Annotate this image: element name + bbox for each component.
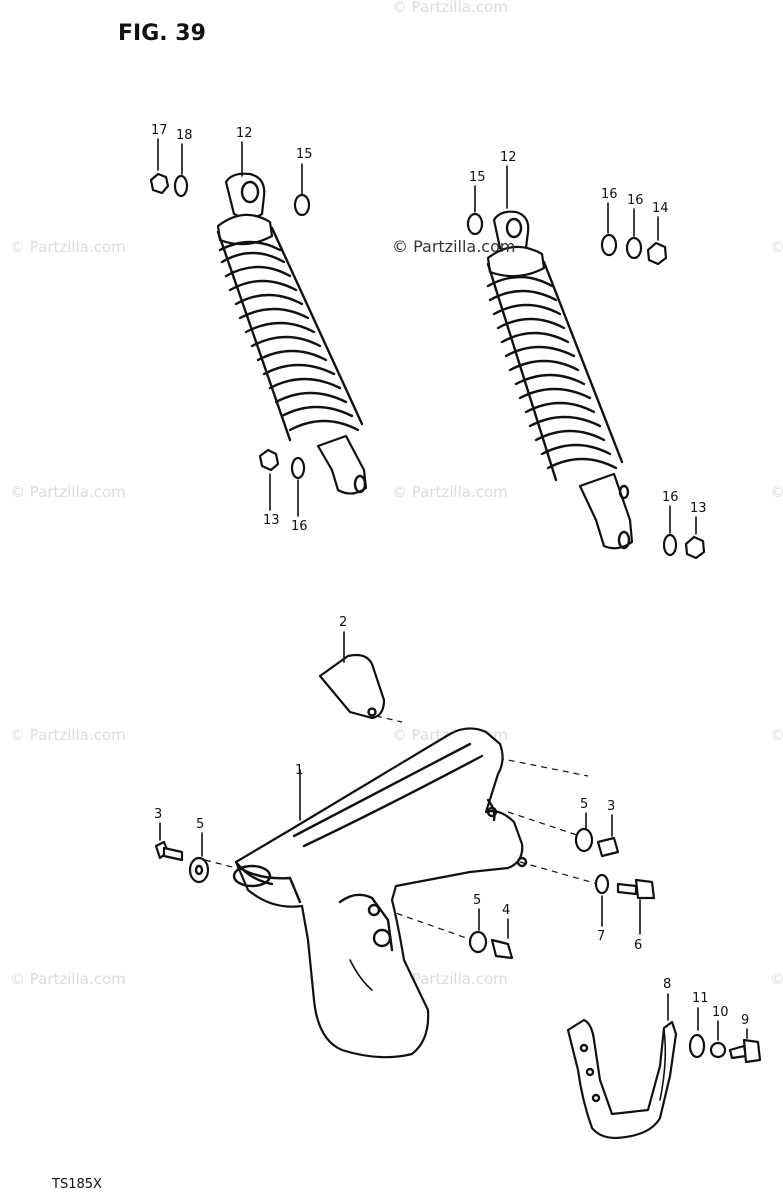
right-spring [486,245,624,482]
nut-13-right [684,535,706,560]
callout-16-right-a: 16 [601,187,618,202]
callout-3-left: 3 [154,807,162,822]
watermark-text: © Partzilla.com [392,970,508,988]
chain-guard-part-1 [234,727,524,1059]
callout-12-left: 12 [236,126,253,141]
callout-6: 6 [634,938,642,953]
callout-3-right: 3 [607,799,615,814]
bracket-hardware [688,1033,762,1064]
nut-17 [149,172,170,195]
callouts-left-shock: 17 18 12 15 13 16 [151,123,313,534]
nut-13-left [258,448,280,472]
callouts-bracket: 8 11 10 9 [663,977,749,1041]
figure-label: FIG. 39 [118,21,206,46]
watermark-text: © Partzilla.com [10,726,126,744]
plate-part-2 [318,653,386,720]
callout-7: 7 [597,929,605,944]
watermark-text: © Partzilla.com [10,483,126,501]
callout-15-right: 15 [469,170,486,185]
washer-5-left [188,856,210,884]
left-shock-absorber [216,172,368,495]
watermark-text: © Partzilla.com [770,483,783,501]
bolt-3-left-shank [162,846,184,862]
callout-9: 9 [741,1013,749,1028]
watermark-text: © Partzilla.com [770,726,783,744]
watermark-text: © Partzilla.com [10,970,126,988]
washer-16-right-a [600,233,618,257]
bolt-9-shank [728,1044,748,1060]
bolt-6-head [634,878,656,900]
callout-18: 18 [176,128,193,143]
watermark-center: © Partzilla.com [392,237,515,256]
washer-16-right-b [625,236,643,260]
callout-16-right-b: 16 [627,193,644,208]
bolt-6-shank [616,882,638,896]
washer-10 [709,1041,727,1059]
watermark-text: © Partzilla.com [770,238,783,256]
watermark-text: © Partzilla.com [770,970,783,988]
callout-4: 4 [502,903,510,918]
bracket-part-8 [566,1018,678,1140]
washer-15-left [293,193,311,217]
washer-5-lower [468,930,488,954]
watermark-text: © Partzilla.com [10,238,126,256]
callout-5-left: 5 [196,817,204,832]
washer-15-right [466,212,484,236]
nut-14 [646,241,668,266]
left-spring [216,213,364,442]
bolt-4 [490,938,514,960]
callout-12-right: 12 [500,150,517,165]
washer-16-left [290,456,306,480]
callout-16-right-bottom: 16 [662,490,679,505]
callout-17: 17 [151,123,168,138]
washer-11 [688,1033,706,1059]
model-code: TS185X [51,1177,102,1192]
bolt-9-head [742,1038,762,1064]
washer-7 [594,873,610,895]
callout-2: 2 [339,615,347,630]
guard-hardware [154,827,656,960]
washer-5-right [574,827,594,853]
callout-16-left: 16 [291,519,308,534]
bolt-3-right [596,836,620,858]
bracket-part-8-body [566,1018,678,1140]
washer-18 [173,174,189,198]
callout-14: 14 [652,201,669,216]
callout-10: 10 [712,1005,729,1020]
callout-1: 1 [295,763,303,778]
callouts-right-shock: 15 12 16 16 14 16 13 [469,150,707,535]
callouts-guard: 2 1 3 5 5 3 5 4 7 6 [154,615,642,953]
callout-5-lower: 5 [473,893,481,908]
watermark-text: © Partzilla.com [392,483,508,501]
callout-5-right: 5 [580,797,588,812]
hardware-parts [149,172,706,560]
callout-11: 11 [692,991,709,1006]
callout-8: 8 [663,977,671,992]
right-shock-absorber [486,210,634,550]
callout-13-left: 13 [263,513,280,528]
chain-guard-assembly [204,653,599,1059]
callout-13-right: 13 [690,501,707,516]
watermark-text: © Partzilla.com [392,0,508,16]
washer-16-right-bottom [662,533,678,557]
callout-15-left: 15 [296,147,313,162]
